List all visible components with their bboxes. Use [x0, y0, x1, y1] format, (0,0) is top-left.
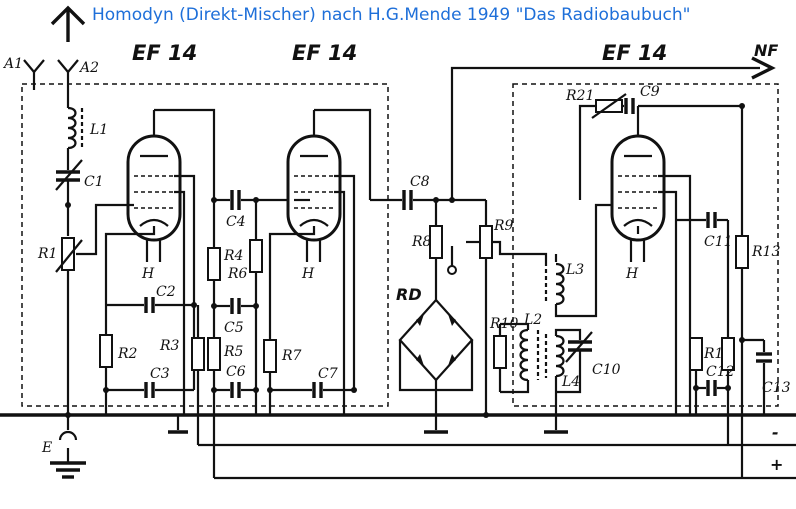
resistor-r13: [735, 235, 749, 269]
label-c5: C5: [224, 320, 244, 336]
label-l1: L1: [89, 122, 108, 138]
resistor-r1: [61, 237, 75, 271]
label-c9: C9: [640, 84, 660, 100]
label-c3: C3: [150, 366, 170, 382]
heater-label-3: H: [625, 266, 639, 282]
resistor-r10: [493, 335, 507, 369]
tube-ef14-3: [610, 134, 666, 262]
label-c11: C11: [704, 234, 733, 250]
label-rd: RD: [396, 285, 422, 304]
label-c4: C4: [226, 214, 246, 230]
coil-l3: [544, 262, 565, 306]
label-c1: C1: [84, 174, 104, 190]
resistor-r2: [99, 334, 113, 368]
coil-l1: [67, 106, 84, 150]
tube3-label: EF 14: [602, 41, 667, 65]
label-l2: L2: [523, 312, 542, 328]
shield-box-rf: [21, 83, 389, 407]
label-c12: C12: [706, 364, 735, 380]
resistor-r7: [263, 339, 277, 373]
label-ground-e: E: [41, 440, 52, 456]
label-r9: R9: [493, 218, 514, 234]
label-a1: A1: [2, 56, 23, 72]
ground-e-icon: [50, 430, 86, 479]
antenna-a1-icon: [23, 59, 45, 90]
label-a2: A2: [78, 60, 99, 76]
label-r21: R21: [565, 88, 594, 104]
coil-l4: [544, 334, 565, 378]
label-c13: C13: [762, 380, 791, 396]
shield-box-af: [512, 83, 779, 407]
resistor-r5: [207, 337, 221, 371]
diode-bridge-rd: [398, 298, 474, 382]
label-c7: C7: [318, 366, 338, 382]
resistor-r3: [191, 337, 205, 371]
resistor-r6: [249, 239, 263, 273]
tube2-label: EF 14: [292, 41, 357, 65]
label-r3: R3: [159, 338, 180, 354]
label-l3: L3: [565, 262, 584, 278]
resistor-r12: [689, 337, 703, 371]
label-r2: R2: [117, 346, 138, 362]
label-r7: R7: [281, 348, 302, 364]
label-r13: R13: [751, 244, 780, 260]
label-r6: R6: [227, 266, 248, 282]
label-r8: R8: [411, 234, 432, 250]
label-minus: -: [772, 423, 779, 442]
label-r4: R4: [223, 248, 243, 264]
label-r5: R5: [223, 344, 244, 360]
label-c6: C6: [226, 364, 246, 380]
heater-label-2: H: [301, 266, 315, 282]
heater-label-1: H: [141, 266, 155, 282]
tube1-label: EF 14: [132, 41, 197, 65]
resistor-r9: [479, 225, 493, 259]
antenna-a2-icon: [57, 59, 79, 74]
antenna-arrow-icon: [50, 5, 86, 42]
label-c2: C2: [156, 284, 176, 300]
label-r1: R1: [37, 246, 57, 262]
resistor-r4: [207, 247, 221, 281]
label-c10: C10: [592, 362, 621, 378]
label-nf-output: NF: [754, 41, 778, 60]
label-l4: L4: [561, 374, 580, 390]
tube-ef14-1: [126, 134, 182, 262]
resistor-r8: [429, 225, 443, 259]
coil-l2: [519, 328, 540, 382]
label-c8: C8: [410, 174, 430, 190]
label-plus: +: [770, 455, 783, 474]
diagram-title: Homodyn (Direkt-Mischer) nach H.G.Mende …: [92, 5, 691, 25]
